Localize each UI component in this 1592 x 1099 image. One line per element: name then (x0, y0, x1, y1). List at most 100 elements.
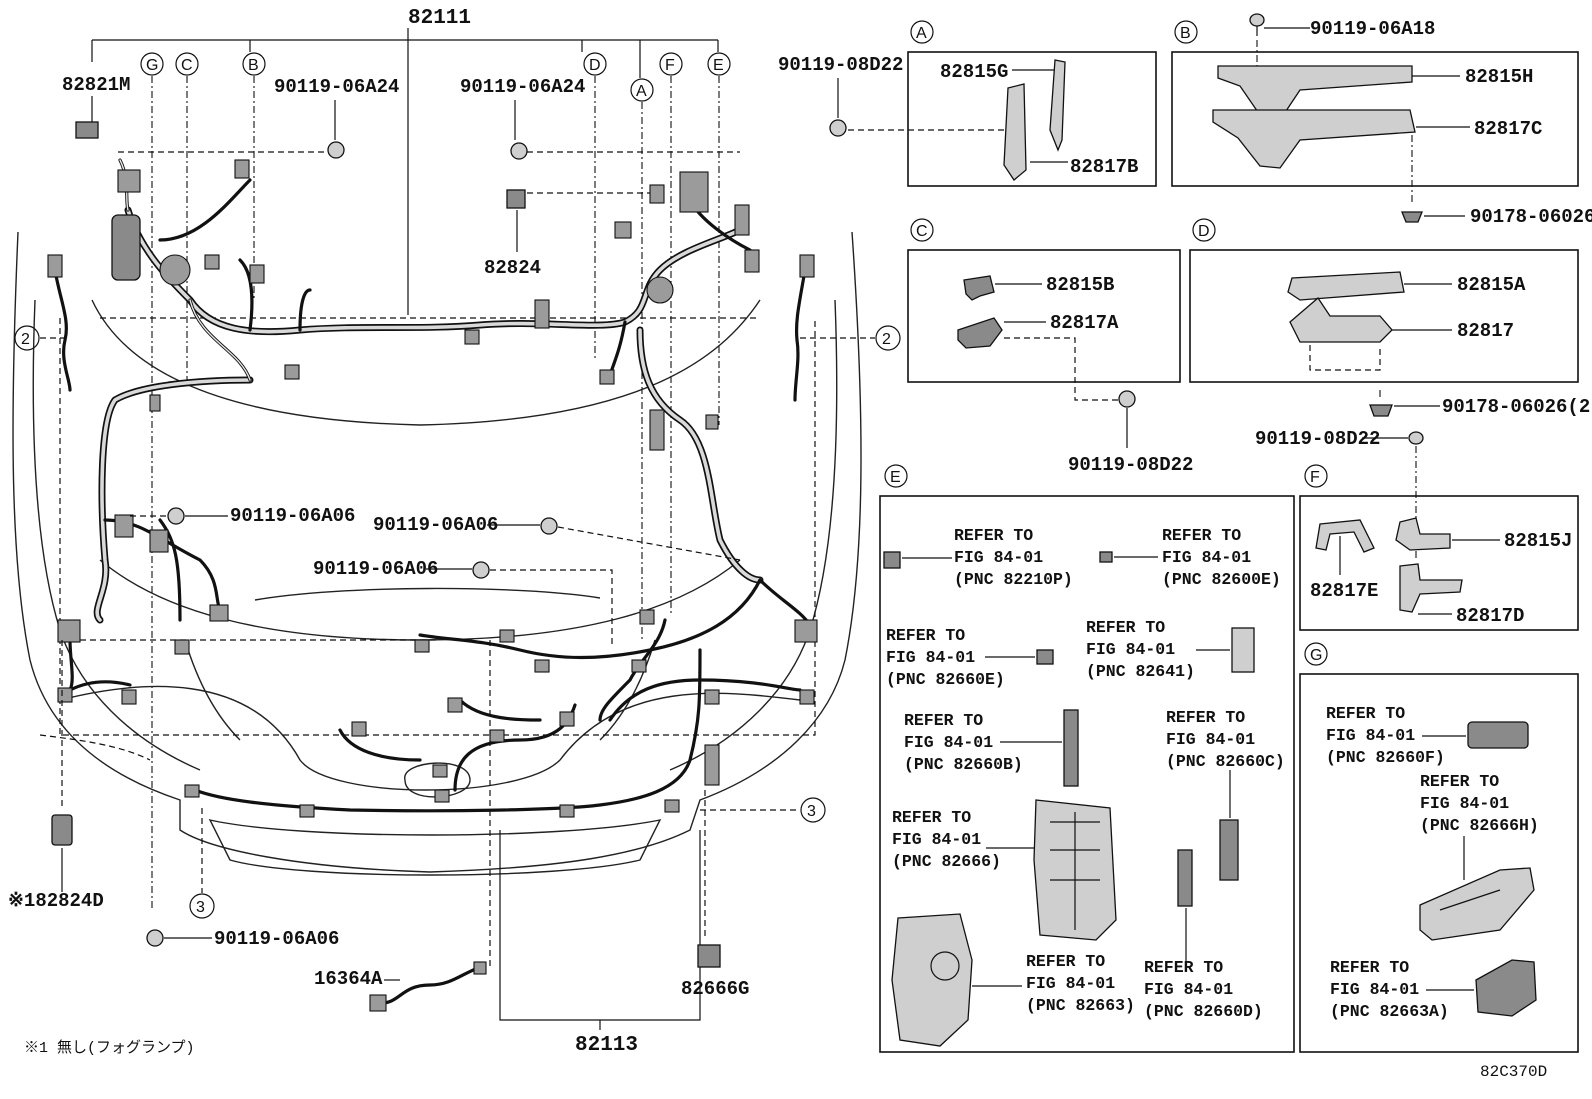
label-82824D: ※182824D (8, 890, 104, 912)
box-G-r3-line2: FIG 84-01 (1330, 980, 1419, 999)
cover-82663 (891, 913, 973, 1047)
box-E-r9-line1: REFER TO (1144, 958, 1223, 977)
part-82817D (1399, 563, 1463, 613)
box-A-callout: A (916, 25, 927, 42)
box-B-lower-label: 82817C (1474, 118, 1542, 140)
box-E-r6-line1: REFER TO (1166, 708, 1245, 727)
part-82815J (1395, 517, 1451, 551)
label-90119-06A06-2: 90119-06A06 (373, 514, 498, 536)
box-E-r8-line3: (PNC 82663) (1026, 996, 1135, 1015)
part-82666H (1419, 867, 1535, 941)
bracket-82113 (499, 830, 701, 1030)
callout-D: D (589, 57, 601, 74)
bolt-90119-06A06-1 (167, 507, 185, 525)
part-82815A (1287, 271, 1405, 301)
box-B-callout: B (1180, 25, 1191, 42)
part-82817E (1315, 519, 1375, 553)
box-A-upper-label: 82815G (940, 61, 1008, 83)
part-82815G (1003, 83, 1027, 181)
box-E-r7-line2: FIG 84-01 (892, 830, 981, 849)
box-E-r5-line2: FIG 84-01 (904, 733, 993, 752)
label-82666G: 82666G (681, 978, 749, 1000)
box-F-lower-label: 82817D (1456, 605, 1524, 627)
box-D-lower-label: 82817 (1457, 320, 1514, 342)
box-E-callout: E (890, 469, 901, 486)
frame-dashed (39, 317, 816, 761)
box-G-r3-line3: (PNC 82663A) (1330, 1002, 1449, 1021)
part-82666G (697, 944, 721, 968)
bracket-82111 (91, 28, 719, 315)
bolt-90119-06A06-4 (146, 929, 164, 947)
box-G-callout: G (1310, 647, 1322, 664)
box-E-r9-line2: FIG 84-01 (1144, 980, 1233, 999)
bolt-90119-06A06-3 (472, 561, 490, 579)
box-E-r2-line2: FIG 84-01 (1162, 548, 1251, 567)
part-82663A (1475, 959, 1537, 1017)
callout-B: B (248, 57, 259, 74)
part-82660F (1467, 721, 1529, 749)
box-E-r8-line1: REFER TO (1026, 952, 1105, 971)
callout-E: E (713, 57, 724, 74)
figure-code: 82C370D (1480, 1063, 1547, 1081)
box-A-lower-label: 82817B (1070, 156, 1138, 178)
callout-A: A (636, 83, 647, 100)
box-E-r6-line2: FIG 84-01 (1166, 730, 1255, 749)
box-B-clip-label: 90178-06026 (1470, 206, 1592, 228)
box-G-r2-line1: REFER TO (1420, 772, 1499, 791)
callout-F: F (665, 57, 675, 74)
box-F-callout: F (1310, 469, 1320, 486)
footnote: ※1 無し(フォグランプ) (24, 1039, 195, 1057)
box-E-r7-line3: (PNC 82666) (892, 852, 1001, 871)
detail-box-A: A 90119-08D22 82815G 82817B (778, 20, 1157, 187)
box-F-upper-label: 82815J (1504, 530, 1572, 552)
bolt-90119-06A24-left (327, 141, 345, 159)
box-E-r4-line2: FIG 84-01 (1086, 640, 1175, 659)
callout-3-left: 3 (196, 899, 205, 916)
label-82821M: 82821M (62, 74, 130, 96)
box-G-r1-line2: FIG 84-01 (1326, 726, 1415, 745)
label-90119-06A06-4: 90119-06A06 (214, 928, 339, 950)
box-D-clip-label: 90178-06026(2) (1442, 396, 1592, 418)
box-B-upper-label: 82815H (1465, 66, 1533, 88)
box-E-r8-line2: FIG 84-01 (1026, 974, 1115, 993)
box-E-r7-line1: REFER TO (892, 808, 971, 827)
detail-box-D: D 82815A 82817 90178-06026(2) 90119-08D2… (1189, 218, 1592, 560)
box-F-left-label: 82817E (1310, 580, 1378, 602)
box-E-r5-line1: REFER TO (904, 711, 983, 730)
callout-2-right: 2 (882, 331, 891, 348)
main-harness-diagram: 82111 G C B D A F E 82821M 90119-06A24 9… (8, 7, 901, 1057)
box-E-r5-line3: (PNC 82660B) (904, 755, 1023, 774)
box-C-bolt-label: 90119-08D22 (1068, 454, 1193, 476)
callout-leaders (151, 76, 720, 910)
sensor-16364A (376, 966, 480, 1005)
box-C-lower-label: 82817A (1050, 312, 1119, 334)
box-G-r1-line1: REFER TO (1326, 704, 1405, 723)
box-A-bolt-label: 90119-08D22 (778, 54, 903, 76)
callout-G: G (146, 57, 158, 74)
detail-box-E: E REFER TO FIG 84-01 (PNC 82210P) REFER … (879, 464, 1295, 1053)
fog-connector-82824D (51, 814, 73, 846)
callouts-top: G C B D A F E (140, 52, 731, 102)
box-G-r1-line3: (PNC 82660F) (1326, 748, 1445, 767)
box-C-callout: C (916, 223, 928, 240)
box-E-r2-line1: REFER TO (1162, 526, 1241, 545)
label-82824: 82824 (484, 257, 541, 279)
box-B-bolt-label: 90119-06A18 (1310, 18, 1435, 40)
part-82817A (957, 317, 1003, 349)
box-E-r1-line2: FIG 84-01 (954, 548, 1043, 567)
box-D-upper-label: 82815A (1457, 274, 1526, 296)
box-E-r3-line3: (PNC 82660E) (886, 670, 1005, 689)
box-E-r3-line1: REFER TO (886, 626, 965, 645)
label-90119-06A06-3: 90119-06A06 (313, 558, 438, 580)
detail-box-B: B 90119-06A18 82815H 82817C 90178-06026 (1171, 13, 1592, 228)
detail-box-G: G REFER TO FIG 84-01 (PNC 82660F) REFER … (1299, 642, 1579, 1053)
bolt-90119-06A06-2 (540, 517, 558, 535)
box-E-r9-line3: (PNC 82660D) (1144, 1002, 1263, 1021)
callout-2-left: 2 (21, 331, 30, 348)
clip-82824 (506, 189, 526, 209)
label-82111: 82111 (408, 7, 471, 30)
detail-box-F: F 82817E 82815J 82817D (1299, 464, 1579, 631)
detail-box-C: C 82815B 82817A 90119-08D22 (907, 218, 1193, 476)
box-E-r6-line3: (PNC 82660C) (1166, 752, 1285, 771)
